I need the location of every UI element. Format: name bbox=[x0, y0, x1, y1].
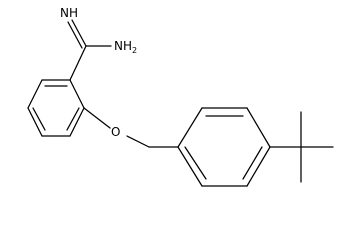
ring-to-oxygen-bond bbox=[83, 107, 111, 129]
benzene-ring-2-bond-left-top bbox=[177, 107, 203, 148]
benzene-ring-1-bond-bottom-right bbox=[69, 107, 85, 137]
benzene-ring-1-inner-bond-right bbox=[66, 107, 80, 131]
oxygen-to-methylene-bond bbox=[126, 135, 150, 148]
amine-label-main: NH bbox=[114, 39, 132, 53]
oxygen-label: O bbox=[111, 125, 120, 139]
amine-label-subscript: 2 bbox=[132, 46, 137, 55]
ring-to-amidine-bond bbox=[69, 45, 87, 81]
benzene-ring-2-inner-bond-left bbox=[184, 146, 207, 180]
benzene-ring-2-inner-bond-right bbox=[242, 146, 263, 180]
molecule-canvas: NH NH2 O bbox=[27, 6, 334, 187]
benzene-ring-1-bond-top-right bbox=[69, 79, 85, 109]
amine-label: NH2 bbox=[114, 39, 137, 55]
benzene-ring-2-bond-top-right bbox=[246, 107, 271, 148]
benzene-ring-1-bond-bottom-left bbox=[27, 107, 43, 137]
amidine-c-n-double-bond-inner bbox=[67, 21, 83, 49]
amidine-c-n-double-bond-outer bbox=[71, 19, 87, 47]
benzene-ring-1-inner-bond-left bbox=[32, 107, 46, 131]
benzene-ring-2-bond-bottom-left bbox=[177, 146, 203, 187]
chemical-structure-diagram: NH NH2 O bbox=[27, 6, 334, 187]
benzene-ring-1-bond-top-left bbox=[27, 79, 43, 109]
benzene-ring-2-bond-bottom-right bbox=[246, 146, 271, 187]
imine-label: NH bbox=[60, 6, 78, 20]
